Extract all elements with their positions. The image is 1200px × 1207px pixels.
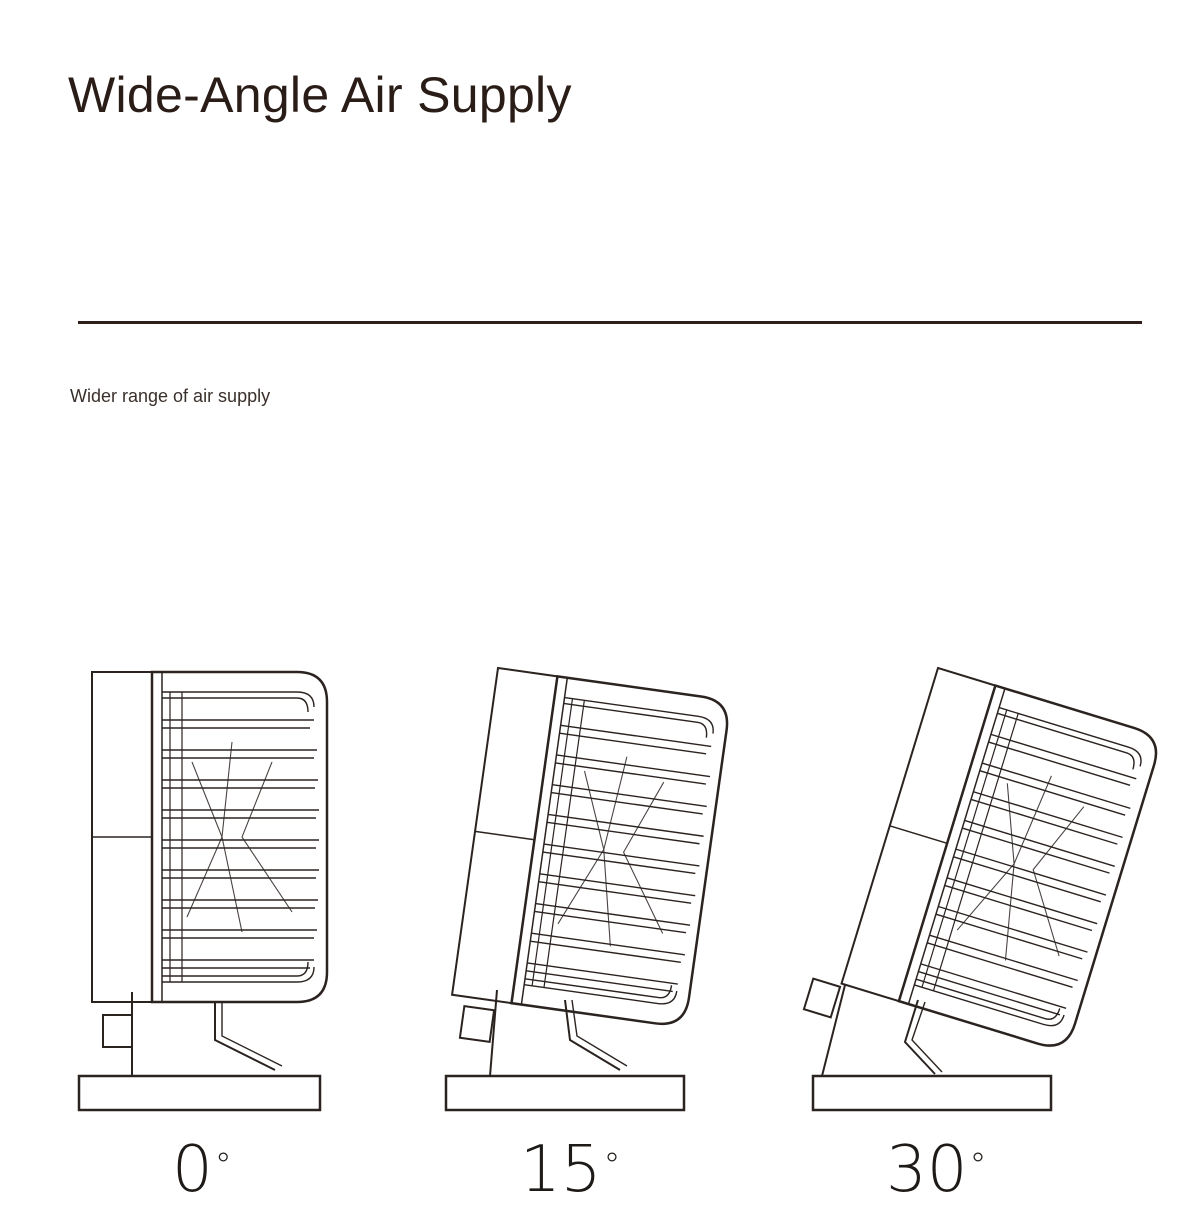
angle-label-30: 30° [886, 1138, 986, 1202]
degree-symbol: ° [214, 1146, 232, 1186]
degree-symbol: ° [603, 1146, 621, 1186]
angle-label-15: 15° [520, 1138, 620, 1202]
angle-label-0: 0° [172, 1138, 232, 1202]
fan-30-degrees [802, 666, 1164, 1112]
fan-0-degrees [77, 670, 329, 1112]
angle-value: 15 [520, 1133, 602, 1207]
degree-symbol: ° [969, 1146, 987, 1186]
fan-15-degrees [444, 666, 732, 1112]
divider-line [78, 321, 1142, 324]
angle-value: 30 [886, 1133, 968, 1207]
page-subtitle: Wider range of air supply [70, 386, 271, 406]
page-title: Wide-Angle Air Supply [68, 67, 572, 123]
angle-value: 0 [172, 1133, 213, 1207]
